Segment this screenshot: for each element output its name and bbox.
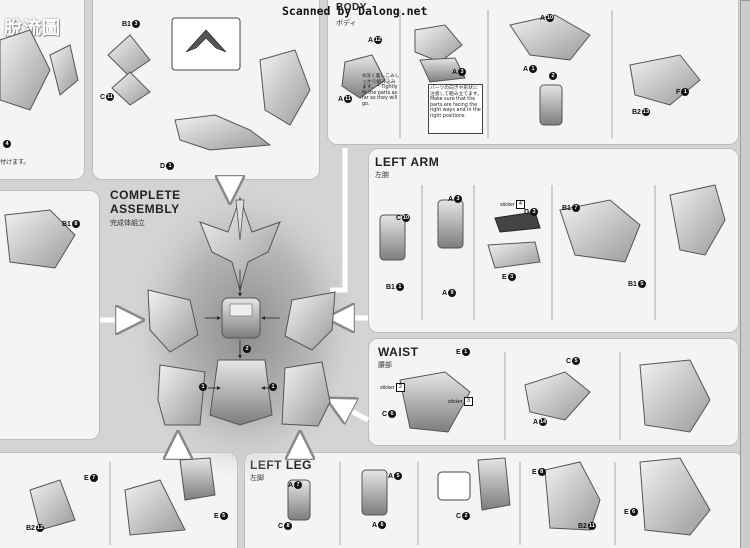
- top-left-parts: [0, 29, 79, 111]
- label-sticker2: sticker 2: [380, 383, 405, 392]
- bottom-left-parts: [29, 457, 216, 536]
- complete-title-line1: COMPLETE: [110, 188, 181, 202]
- label-complete-1a: 1: [198, 383, 207, 391]
- page-fold-strip: [740, 0, 750, 548]
- body-subtitle: ボディ: [336, 19, 357, 27]
- left-arm-title: LEFT ARM: [375, 155, 440, 169]
- left-arm-panel: [368, 148, 739, 333]
- left-margin-parts: [4, 209, 76, 269]
- wing-parts: [107, 34, 311, 151]
- complete-right-leg: [281, 361, 331, 427]
- top-left-tip: 付けます。: [0, 159, 30, 166]
- waist-step-parts: [399, 359, 711, 433]
- waist-subtitle: 腰部: [378, 361, 392, 369]
- body-tip-note: ※深く差しこみしっかり組み込みます。 * Tightly fit the par…: [362, 74, 400, 107]
- label-tl-4: 4: [2, 140, 11, 148]
- complete-title-line2: ASSEMBLY: [110, 202, 180, 216]
- complete-subtitle: 完成体組立: [110, 219, 145, 227]
- wing-inset: [171, 17, 241, 71]
- scan-credit: Scanned by Dalong.net: [282, 4, 428, 18]
- left-arm-step-parts: [379, 184, 726, 269]
- flow-arrows: [100, 148, 370, 452]
- body-step-parts: [341, 14, 701, 126]
- complete-torso: [221, 297, 261, 339]
- left-leg-step-parts: [287, 457, 711, 536]
- body-title: BODY: [336, 2, 367, 13]
- complete-left-leg: [157, 364, 206, 426]
- complete-waist: [209, 359, 273, 426]
- label-complete-2: 2: [242, 345, 251, 353]
- waist-title: WAIST: [378, 345, 419, 359]
- label-2: 2: [548, 72, 557, 80]
- label-sticker4: sticker 4: [500, 200, 525, 209]
- body-note-text: パーツの向きや形状に注意して組み立てます。 Make sure that the…: [430, 86, 482, 119]
- label-sticker3: sticker 3: [448, 397, 473, 406]
- complete-left-shoulder: [147, 289, 199, 353]
- left-arm-subtitle: 左腕: [375, 171, 389, 179]
- complete-right-shoulder: [284, 291, 336, 351]
- label-complete-1b: 1: [268, 383, 277, 391]
- body-note-box: [428, 84, 483, 134]
